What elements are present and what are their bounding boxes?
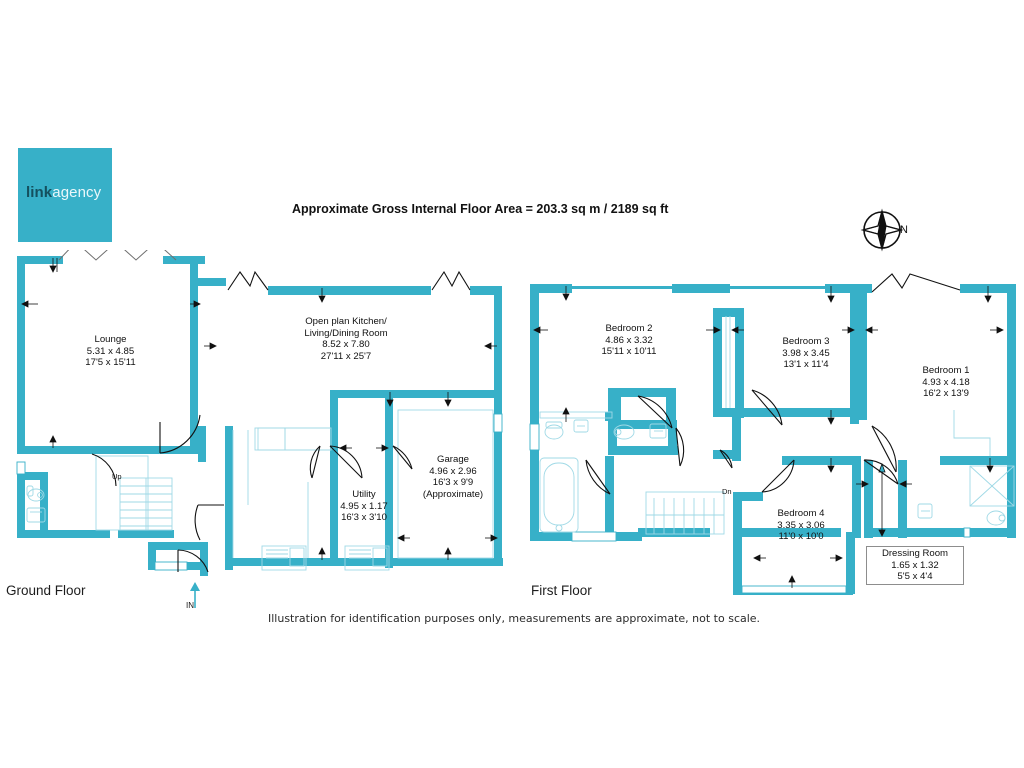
- room-label-bedroom-1: Bedroom 1 4.93 x 4.18 16'2 x 13'9: [896, 365, 996, 400]
- room-name: Bedroom 2: [605, 323, 653, 334]
- room-dims-imperial: 16'3 x 3'10: [341, 512, 387, 524]
- page-title: Approximate Gross Internal Floor Area = …: [292, 202, 669, 216]
- room-name-line2: Living/Dining Room: [304, 327, 388, 339]
- room-label-bedroom-2: Bedroom 2 4.86 x 3.32 15'11 x 10'11: [570, 323, 688, 358]
- brand-logo-text-primary: link: [26, 184, 53, 201]
- first-floor-plan: [520, 260, 1024, 600]
- stairs-up-marker: Up: [112, 472, 122, 481]
- room-dims-metric: 4.93 x 4.18: [922, 376, 970, 388]
- ground-floor-plan: [0, 250, 520, 595]
- room-label-lounge: Lounge 5.31 x 4.85 17'5 x 15'11: [58, 334, 163, 369]
- first-floor-caption: First Floor: [531, 583, 592, 598]
- room-note: (Approximate): [422, 488, 484, 500]
- room-label-bedroom-3: Bedroom 3 3.98 x 3.45 13'1 x 11'4: [756, 336, 856, 371]
- compass-rose-icon: N: [860, 208, 920, 252]
- room-name: Dressing Room: [881, 548, 949, 559]
- brand-logo: linkagency: [18, 148, 112, 242]
- brand-logo-text-secondary: agency: [52, 184, 102, 201]
- room-dims-metric: 5.31 x 4.85: [86, 345, 135, 357]
- room-dims-metric: 1.65 x 1.32: [891, 559, 939, 571]
- room-label-utility: Utility 4.95 x 1.17 16'3 x 3'10: [325, 489, 403, 524]
- compass-north-label: N: [900, 224, 908, 236]
- room-dims-imperial: 5'5 x 4'4: [897, 571, 933, 583]
- room-dims-imperial: 15'11 x 10'11: [601, 346, 657, 358]
- entrance-arrow-icon: [184, 578, 208, 610]
- room-dims-imperial: 11'0 x 10'0: [778, 531, 824, 543]
- room-dims-metric: 3.98 x 3.45: [782, 347, 830, 359]
- room-dims-metric: 4.96 x 2.96: [429, 465, 477, 477]
- room-name: Bedroom 1: [922, 365, 970, 376]
- stairs-down-marker: Dn: [722, 487, 732, 496]
- ground-floor-caption: Ground Floor: [6, 583, 86, 598]
- room-name: Utility: [352, 489, 376, 500]
- room-dims-imperial: 16'2 x 13'9: [923, 388, 969, 400]
- room-name: Bedroom 3: [782, 336, 830, 347]
- room-dims-imperial: 13'1 x 11'4: [783, 359, 829, 371]
- room-name: Garage: [437, 454, 469, 465]
- room-dims-metric: 4.86 x 3.32: [605, 334, 653, 346]
- room-name: Bedroom 4: [777, 508, 825, 519]
- room-label-open-plan-kitchen: Open plan Kitchen/ Living/Dining Room 8.…: [282, 316, 410, 362]
- room-dims-imperial: 27'11 x 25'7: [320, 350, 372, 362]
- room-dims-metric: 8.52 x 7.80: [322, 339, 370, 351]
- room-dims-imperial: 17'5 x 15'11: [85, 357, 136, 369]
- entrance-marker: IN: [186, 601, 194, 610]
- room-label-bedroom-4: Bedroom 4 3.35 x 3.06 11'0 x 10'0: [751, 508, 851, 543]
- room-label-dressing-room: Dressing Room 1.65 x 1.32 5'5 x 4'4: [866, 546, 964, 585]
- room-label-garage: Garage 4.96 x 2.96 16'3 x 9'9 (Approxima…: [398, 454, 508, 500]
- brand-logo-text: linkagency: [26, 184, 101, 201]
- room-dims-metric: 4.95 x 1.17: [340, 500, 388, 512]
- disclaimer-text: Illustration for identification purposes…: [268, 612, 761, 625]
- room-name: Lounge: [94, 334, 127, 345]
- room-name: Open plan Kitchen/: [305, 316, 387, 327]
- room-dims-metric: 3.35 x 3.06: [777, 519, 825, 531]
- room-dims-imperial: 16'3 x 9'9: [432, 477, 474, 489]
